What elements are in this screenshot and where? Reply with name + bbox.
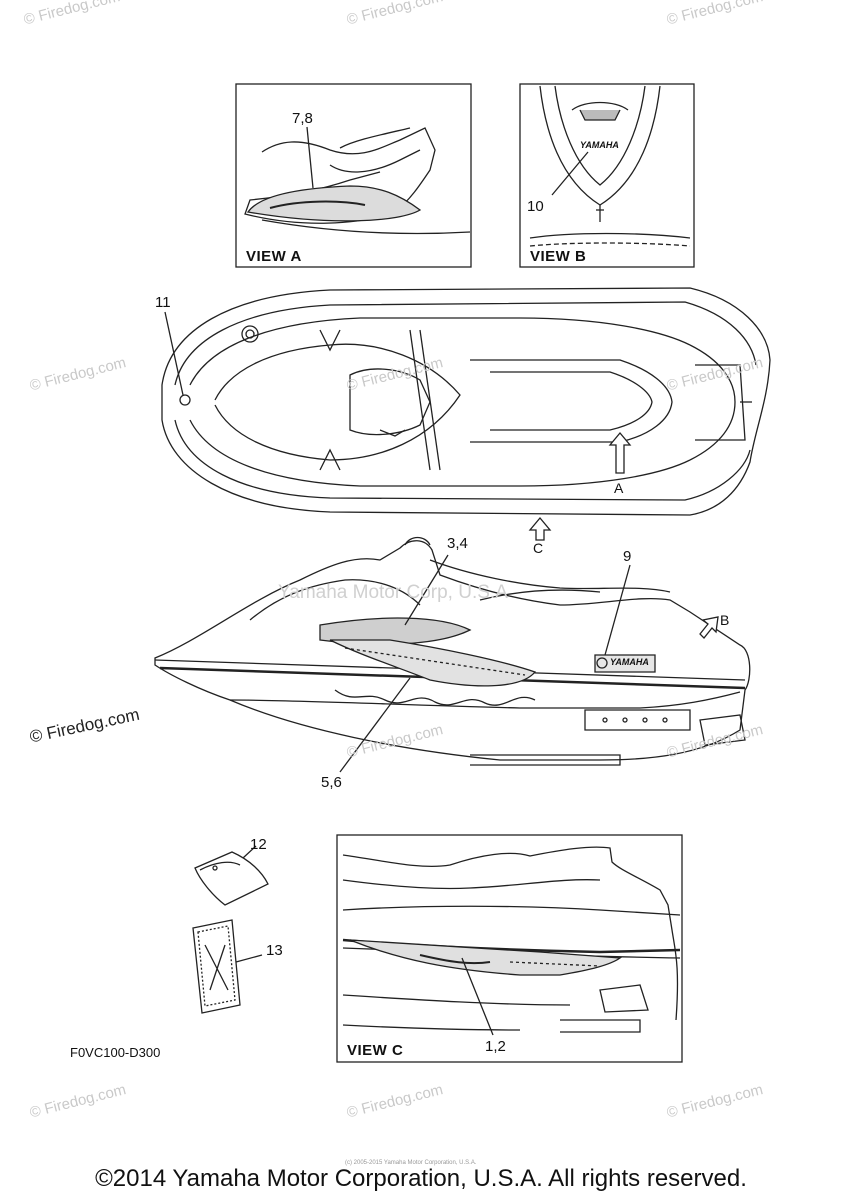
arrow-a [608, 431, 632, 474]
leader-1-2 [461, 957, 494, 1036]
leader-10 [551, 151, 589, 196]
view-b-label: VIEW B [530, 248, 587, 265]
callout-5-6: 5,6 [321, 774, 342, 791]
callout-10: 10 [527, 198, 544, 215]
view-c-label: VIEW C [347, 1042, 404, 1059]
callout-9: 9 [623, 548, 632, 565]
ghost-watermark-text: Yamaha Motor Corp, U.S.A [278, 582, 508, 603]
view-c-craft [342, 846, 679, 1021]
callout-3-4: 3,4 [447, 535, 468, 552]
view-a-label: VIEW A [246, 248, 302, 265]
callout-13: 13 [266, 942, 283, 959]
tiny-copyright-note: (c) 2005-2015 Yamaha Motor Corporation, … [345, 1160, 477, 1166]
top-view-hull [161, 287, 771, 516]
callout-12: 12 [250, 836, 267, 853]
leader-9 [604, 564, 631, 656]
arrow-c [528, 516, 552, 541]
drawing-code: F0VC100-D300 [70, 1045, 161, 1060]
view-a-frame [235, 83, 472, 268]
direction-c-label: C [533, 540, 544, 556]
view-c-frame [336, 834, 683, 1063]
yamaha-side-decal: YAMAHA [610, 657, 649, 667]
direction-b-label: B [720, 612, 730, 628]
copyright-footer: ©2014 Yamaha Motor Corporation, U.S.A. A… [95, 1165, 747, 1192]
callout-7-8: 7,8 [292, 110, 313, 127]
arrow-b [699, 616, 719, 639]
view-b-frame [519, 83, 695, 268]
yamaha-bow-decal: YAMAHA [580, 140, 619, 150]
callout-11: 11 [155, 294, 171, 311]
callout-1-2: 1,2 [485, 1038, 506, 1055]
leader-7-8 [306, 126, 314, 189]
leader-11 [164, 311, 184, 396]
part-13-card [192, 919, 241, 1014]
direction-a-label: A [614, 480, 624, 496]
part-12-pouch [194, 851, 269, 906]
leader-3-4 [404, 554, 449, 626]
side-view-hull [154, 540, 751, 761]
leader-5-6 [339, 677, 411, 773]
part-11-marker [179, 394, 191, 406]
